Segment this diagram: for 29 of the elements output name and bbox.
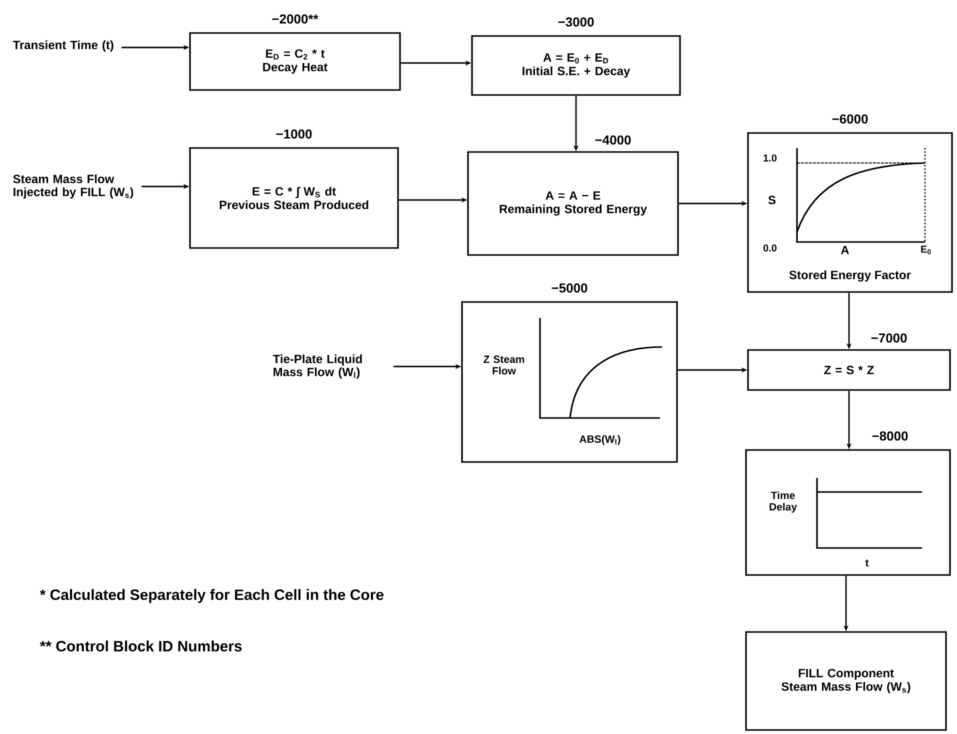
block-box: E = C * ∫ W$_{S}$ dt Previous Steam Produced bbox=[189, 147, 399, 249]
axis-label: Time Delay bbox=[770, 491, 797, 513]
footnote: ** Control Block ID Numbers bbox=[40, 640, 242, 652]
block-number: −5000 bbox=[552, 283, 588, 293]
block-number: −3000 bbox=[558, 17, 594, 27]
axis-label: E$_{0}$ bbox=[921, 246, 931, 254]
block-number: −8000 bbox=[872, 431, 908, 441]
block-box: Z = S * Z bbox=[747, 349, 951, 391]
block-box: A = A − E Remaining Stored Energy bbox=[467, 151, 679, 256]
block-number: −1000 bbox=[276, 129, 312, 139]
block-number: −7000 bbox=[871, 333, 907, 343]
axis-label: S bbox=[768, 196, 776, 204]
input-label: Tie-Plate Liquid Mass Flow (W$_{l}$) bbox=[272, 354, 362, 379]
axis-label: 0.0 bbox=[763, 244, 777, 252]
input-label: Transient Time (t) bbox=[12, 40, 114, 52]
axis-label: 1.0 bbox=[764, 154, 777, 162]
block-box: A = E$_{0}$ + E$_{D}$ Initial S.E. + Decay bbox=[471, 35, 681, 96]
chart-caption: Stored Energy Factor bbox=[789, 270, 911, 282]
axis-label: t bbox=[865, 560, 869, 566]
input-label: Steam Mass Flow Injected by FILL (W$_{s}$) bbox=[13, 174, 134, 199]
block-number: −6000 bbox=[832, 114, 868, 124]
axis-label: ABS(W$_{l}$) bbox=[579, 435, 620, 445]
axis-label: Z Steam Flow bbox=[484, 356, 524, 374]
axis-label: A bbox=[840, 246, 850, 254]
block-box: E$_{D}$ = C$_{2}$ * t Decay Heat bbox=[189, 32, 401, 91]
footnote: * Calculated Separately for Each Cell in the Core bbox=[40, 589, 384, 603]
block-number: −4000 bbox=[595, 135, 631, 145]
block-box: FILL Component Steam Mass Flow (W$_{s}$) bbox=[745, 631, 947, 731]
block-number: −2000** bbox=[272, 14, 318, 24]
